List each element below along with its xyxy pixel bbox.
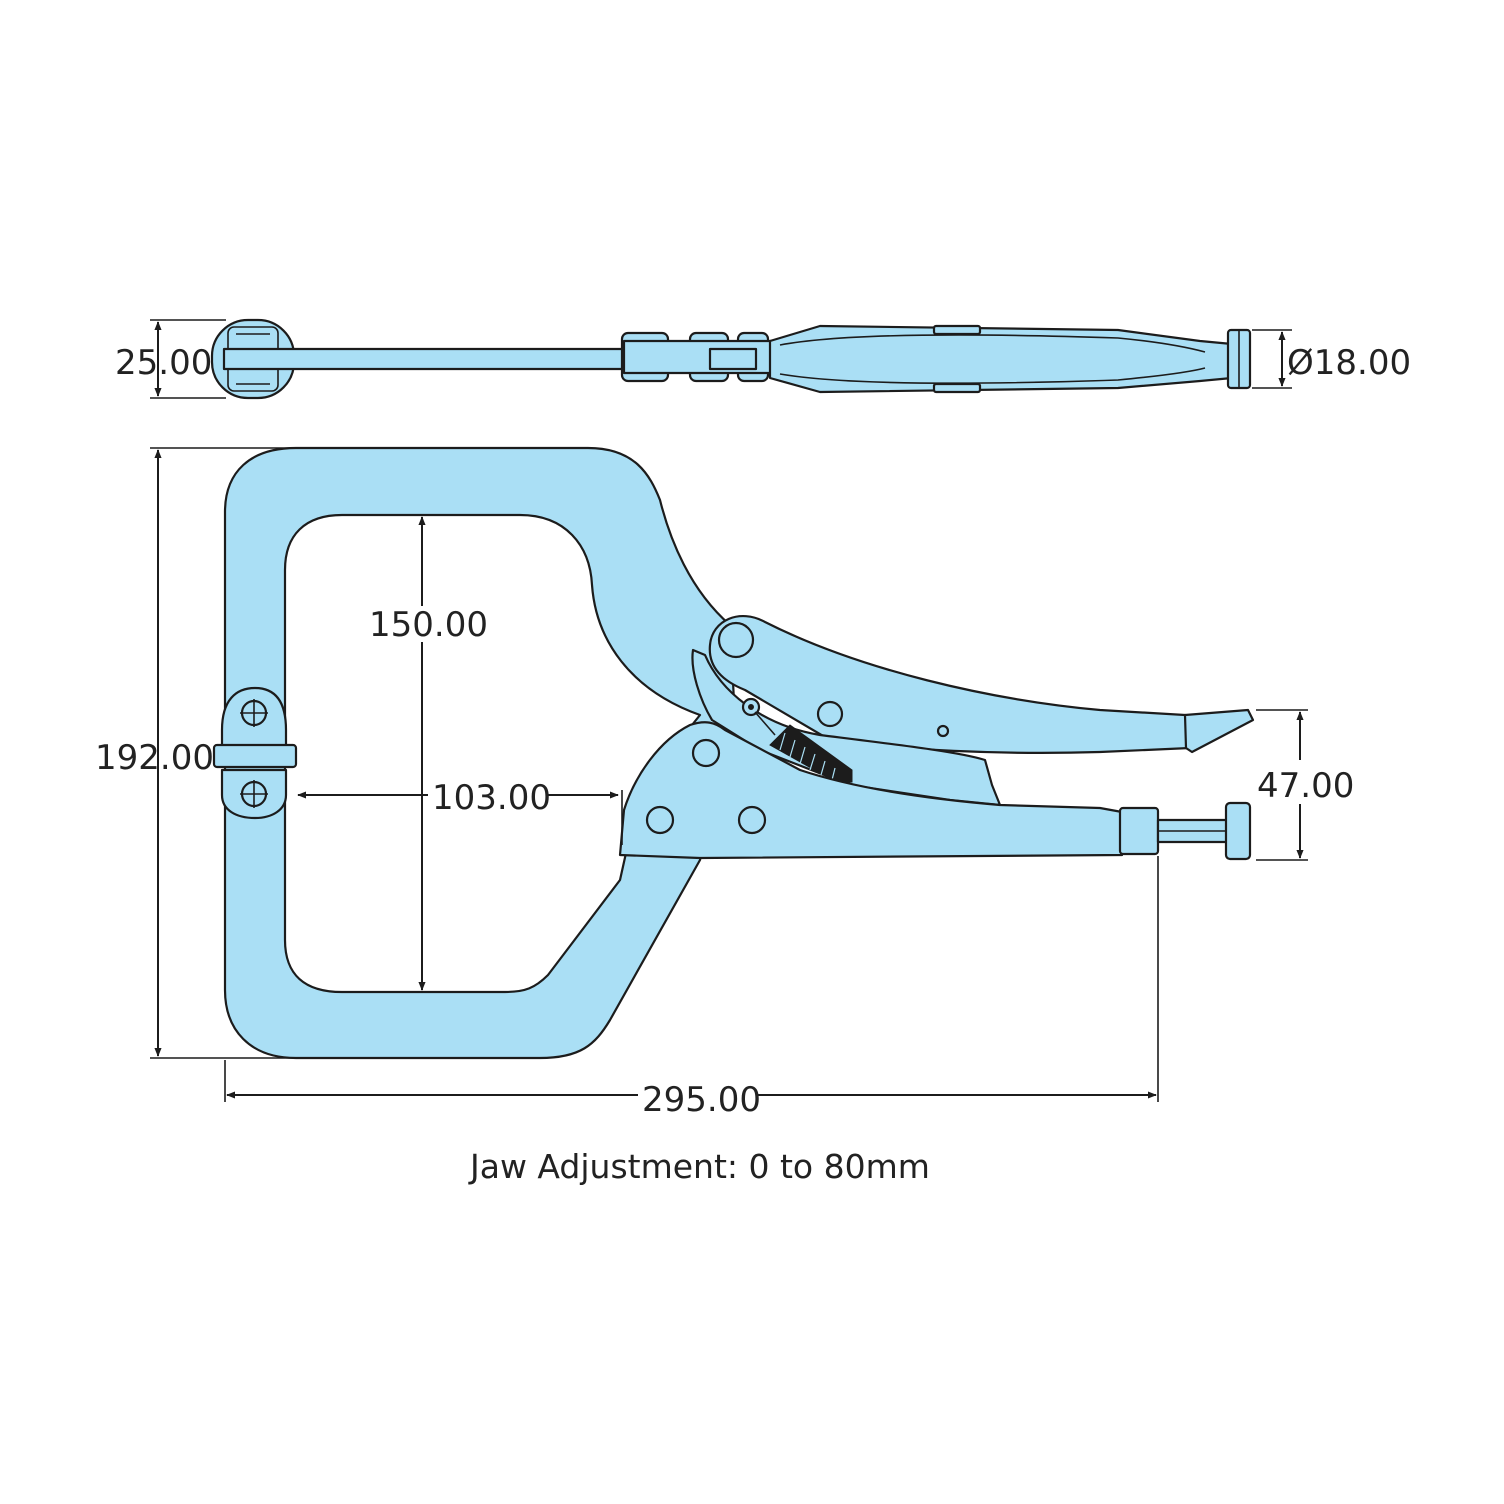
dim-throat-depth: 150.00: [369, 605, 488, 645]
top-view-dimensions: [150, 319, 1292, 399]
dim-pad-diameter: Ø18.00: [1287, 343, 1411, 383]
jaw-adjustment-caption: Jaw Adjustment: 0 to 80mm: [468, 1147, 930, 1186]
dim-jaw-height: 47.00: [1257, 766, 1354, 806]
dim-overall-height: 192.00: [95, 738, 214, 778]
side-view-dimensions: [150, 447, 1308, 1102]
top-view: [210, 318, 1252, 400]
dim-throat-width: 103.00: [432, 778, 551, 818]
dim-overall-length: 295.00: [642, 1080, 761, 1120]
release-lever: [691, 648, 1002, 807]
swivel-pad: [212, 686, 298, 820]
dim-thickness: 25.00: [115, 343, 212, 383]
top-view-frame-bar: [222, 347, 636, 371]
jaw-pad: [1224, 801, 1252, 861]
jaw-collar: [1118, 806, 1160, 856]
spring: [769, 724, 853, 783]
c-frame: [223, 446, 737, 1060]
side-view: [212, 446, 1255, 1060]
